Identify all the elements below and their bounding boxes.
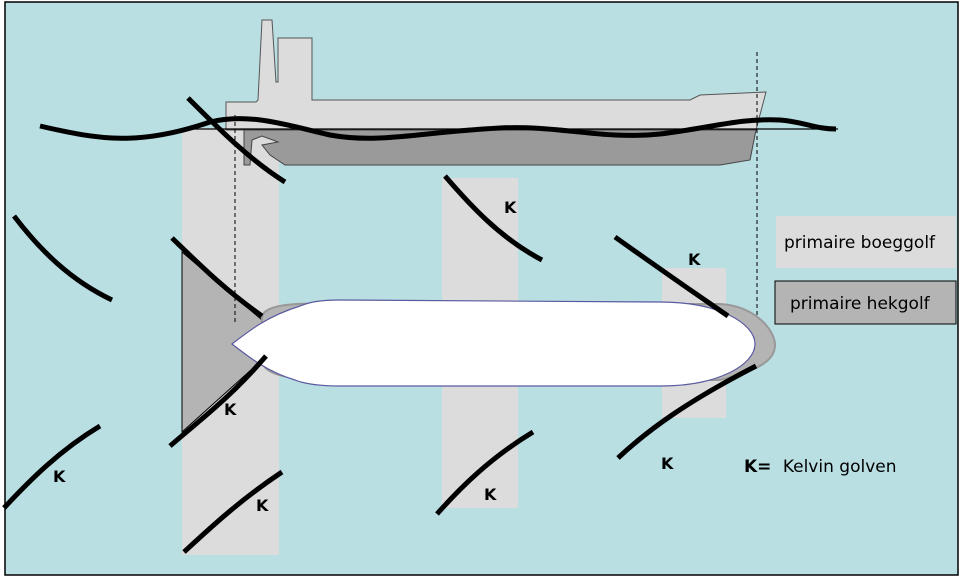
kelvin-marker-3: K (224, 400, 237, 419)
kelvin-crest-4 (443, 174, 544, 263)
kelvin-note: K= Kelvin golven (744, 457, 896, 477)
kelvin-marker-5: K (256, 496, 269, 515)
kelvin-crest-8 (182, 469, 284, 554)
kelvin-crest-6 (168, 354, 268, 448)
kelvin-crest-5 (613, 234, 730, 319)
kelvin-marker-2: K (688, 250, 701, 269)
wave-profile-line (39, 116, 837, 141)
legend: primaire boeggolf primaire hekgolf (774, 216, 957, 325)
kelvin-note-symbol: K= (744, 457, 771, 477)
hull-plan-view (231, 299, 756, 387)
kelvin-crest-2 (12, 214, 114, 303)
kelvin-crest-10 (616, 363, 758, 460)
kelvin-marker-7: K (661, 454, 674, 473)
legend-swatch-stern-wave (774, 280, 957, 325)
kelvin-crest-7 (2, 423, 102, 510)
legend-label-bow-wave: primaire boeggolf (784, 233, 936, 253)
legend-swatch-bow-wave (776, 216, 956, 268)
kelvin-note-text: Kelvin golven (783, 457, 897, 477)
kelvin-marker-4: K (53, 467, 66, 486)
kelvin-crest-1 (186, 96, 287, 185)
kelvin-crest-9 (435, 429, 535, 516)
kelvin-crest-3 (170, 236, 264, 319)
kelvin-wave-crests (2, 96, 758, 554)
legend-label-stern-wave: primaire hekgolf (790, 294, 931, 314)
kelvin-marker-6: K (484, 485, 497, 504)
ship-profile-above-water (225, 19, 767, 131)
kelvin-marker-1: K (504, 198, 517, 217)
